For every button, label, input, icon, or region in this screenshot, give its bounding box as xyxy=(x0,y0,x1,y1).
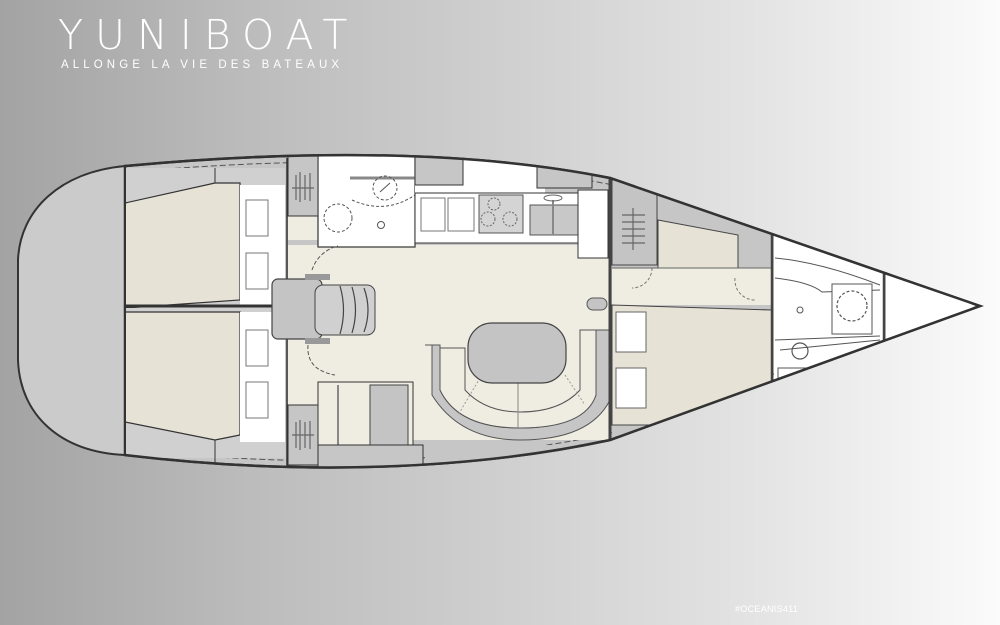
chain-locker xyxy=(886,266,975,356)
hanging-locker-aft-starboard xyxy=(287,404,319,466)
galley xyxy=(414,155,611,259)
aft-cabin-port xyxy=(125,168,285,309)
brand-tagline: ALLONGE LA VIE DES BATEAUX xyxy=(61,59,344,71)
companionway-steps xyxy=(271,274,376,376)
model-hashtag: #OCEANIS411 xyxy=(735,604,799,614)
forward-cabin xyxy=(611,178,773,436)
saloon-table xyxy=(467,322,567,384)
brand-name: YUNIBOAT xyxy=(58,11,360,59)
aft-cabin-starboard xyxy=(125,304,285,462)
forward-head xyxy=(774,222,884,398)
mast-step xyxy=(586,297,608,311)
transom xyxy=(17,164,126,457)
hanging-locker-aft xyxy=(287,155,319,217)
nav-station xyxy=(317,381,424,468)
brand-logo: YUNIBOAT ALLONGE LA VIE DES BATEAUX xyxy=(58,12,398,71)
